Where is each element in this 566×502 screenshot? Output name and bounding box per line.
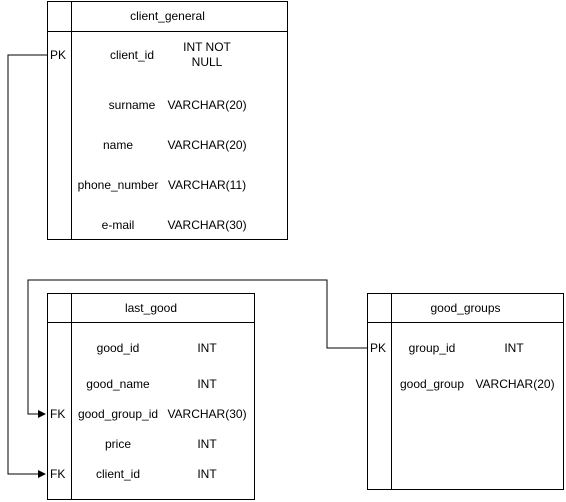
column-type: VARCHAR(11) xyxy=(167,177,247,192)
column-type: VARCHAR(20) xyxy=(167,137,247,152)
row-key: PK xyxy=(50,48,67,62)
header-divider xyxy=(48,322,254,323)
column-name: phone_number xyxy=(77,177,159,192)
row-key: PK xyxy=(370,341,387,355)
column-type: VARCHAR(30) xyxy=(167,406,247,421)
key-column-divider xyxy=(391,294,392,489)
header-divider xyxy=(48,31,287,32)
column-name: good_group xyxy=(399,376,465,391)
table-title: client_general xyxy=(130,9,205,23)
row-key: FK xyxy=(50,467,66,481)
table-good-groups[interactable]: good_groups PK group_id INT good_group V… xyxy=(367,293,564,490)
row-key: FK xyxy=(50,407,66,421)
column-name: good_group_id xyxy=(77,406,159,421)
column-type: INT xyxy=(197,340,217,355)
column-name: client_id xyxy=(95,466,141,481)
table-title: good_groups xyxy=(430,301,501,315)
column-type: VARCHAR(20) xyxy=(475,376,555,391)
header-divider xyxy=(368,322,563,323)
column-name: name xyxy=(102,137,134,152)
column-type: INT xyxy=(504,340,524,355)
column-name: group_id xyxy=(408,340,456,355)
column-name: surname xyxy=(108,97,156,112)
table-title: last_good xyxy=(124,301,178,315)
table-client-general[interactable]: client_general PK client_id INT NOT NULL… xyxy=(47,1,288,240)
column-type: VARCHAR(30) xyxy=(167,217,247,232)
column-type: VARCHAR(20) xyxy=(167,97,247,112)
column-name: e-mail xyxy=(101,217,135,232)
column-type: INT xyxy=(197,436,217,451)
column-type: INT NOT NULL xyxy=(183,40,231,69)
table-last-good[interactable]: last_good good_id INT good_name INT FK g… xyxy=(47,293,255,500)
column-name: good_id xyxy=(96,340,140,355)
column-name: client_id xyxy=(109,47,155,62)
column-type: INT xyxy=(197,466,217,481)
column-name: good_name xyxy=(86,376,150,391)
column-type: INT xyxy=(197,376,217,391)
connector-client-id xyxy=(7,54,47,478)
key-column-divider xyxy=(71,2,72,239)
key-column-divider xyxy=(71,294,72,499)
column-name: price xyxy=(104,436,131,451)
